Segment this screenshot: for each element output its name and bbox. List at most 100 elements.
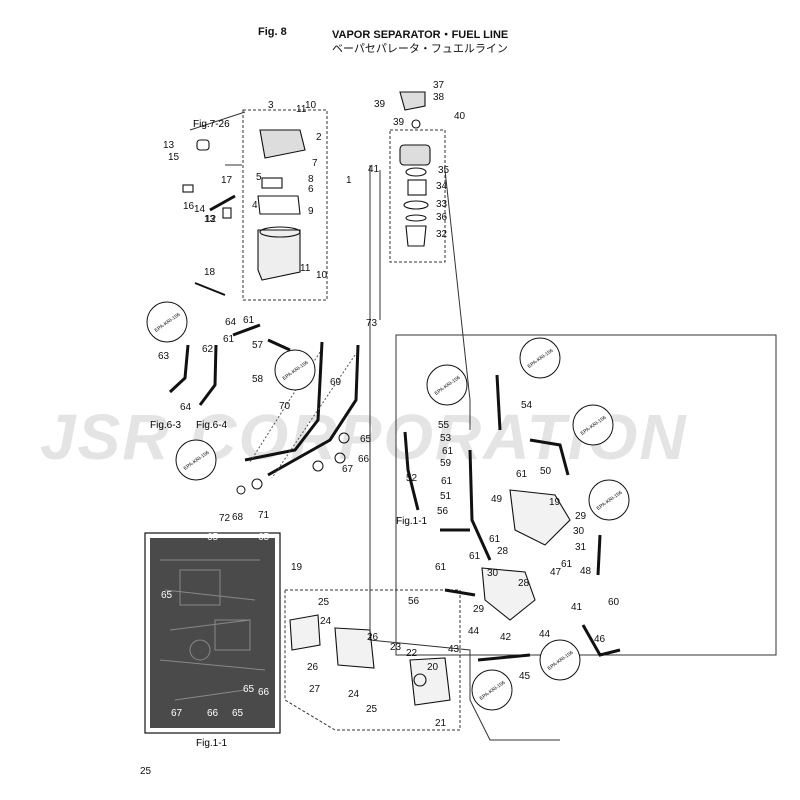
callout-vapor-separator-18: 18 [204,267,216,278]
o-ring-37 [405,167,427,177]
callout-fuel-line-right-54: 54 [521,400,533,411]
callout-vapor-separator-13: 13 [163,140,175,151]
hose-51 [468,449,492,561]
hose-52 [403,431,420,511]
filter-cup [405,225,427,247]
callout-fuel-pump-27: 27 [309,684,321,695]
callout-fuel-line-right-60: 60 [608,597,620,608]
epa-tag: EPA-KRI-156 [426,364,468,406]
callout-fuel-line-right-44: 44 [539,629,551,640]
joint-69 [251,478,263,490]
callout-fuel-pump-23: 23 [390,642,402,653]
callout-fuel-line-right-51: 51 [440,491,452,502]
filter-group-box [389,129,446,263]
callout-hoses-left-71: 71 [258,510,270,521]
callout-fuel-line-right-49: 49 [491,494,503,505]
joint-70 [236,485,246,495]
callout-hoses-left-61: 61 [243,315,255,326]
clip-66 [334,452,346,464]
callout-fuel-line-right-28: 28 [497,546,509,557]
callout-fuel-line-right-42: 42 [500,632,512,643]
callout-hoses-left-62: 62 [202,344,214,355]
callout-fuel-pump-25: 25 [366,704,378,715]
pipe-56b [444,588,476,597]
filter-cap [399,144,431,166]
callout-hoses-left-64: 64 [225,317,237,328]
callout-fuel-pump-19: 19 [291,562,303,573]
callout-fuel-line-right-31: 31 [575,542,587,553]
strap [194,282,226,296]
ref-fig-6-4: Fig.6-4 [196,420,228,431]
pump-diaphragm [413,673,427,687]
callout-vapor-separator-14: 14 [194,204,206,215]
callout-hoses-left-63: 63 [158,351,170,362]
fuel-pump-group-box [284,589,461,731]
hose-61 [232,323,261,337]
callout-fuel-line-right-61: 61 [561,559,573,570]
hose-43 [477,653,531,662]
callout-fuel-line-right-61: 61 [489,534,501,545]
callout-filter-group-32: 32 [436,229,448,240]
callout-fuel-line-right-19: 19 [549,497,561,508]
hose-72 [244,341,324,462]
callout-hoses-left-58: 58 [252,374,264,385]
callout-fuel-line-right-48: 48 [580,566,592,577]
callout-vapor-separator-11: 11 [300,263,311,274]
callout-vapor-separator-2: 2 [316,132,322,143]
callout-filter-group-34: 34 [436,181,448,192]
hose-54 [495,374,502,431]
callout-hoses-left-72: 72 [219,513,231,524]
pump-cover [289,614,321,651]
callout-vapor-separator-17: 17 [221,175,233,186]
callout-vapor-separator-9: 9 [308,206,314,217]
epa-tag: EPA-KRI-156 [175,439,217,481]
gasket [257,195,301,215]
callout-fuel-line-right-61: 61 [435,562,447,573]
page-number: 25 [140,766,152,777]
epa-tag: EPA-KRI-156 [572,404,614,446]
callout-vapor-separator-1: 1 [346,175,352,186]
callout-inset-66: 66 [207,708,219,719]
separator-cover [259,129,306,159]
epa-tag: EPA-KRI-156 [146,301,188,343]
callout-inset-66: 66 [258,687,270,698]
o-ring-34 [403,200,429,210]
callout-filter-group-37: 37 [433,80,445,91]
callout-hoses-left-69: 69 [330,377,342,388]
callout-fuel-line-right-44: 44 [468,626,480,637]
callout-fuel-line-right-61: 61 [441,476,453,487]
pump-body [334,627,375,669]
callout-fuel-line-right-41: 41 [571,602,583,613]
o-ring-36 [405,214,427,222]
callout-filter-group-38: 38 [433,92,445,103]
fuel-line-box [395,334,777,656]
clip-67 [312,460,324,472]
callout-fuel-line-right-30: 30 [487,568,499,579]
epa-tag: EPA-KRI-156 [519,337,561,379]
callout-hoses-left-64: 64 [180,402,192,413]
callout-fuel-line-right-30: 30 [573,526,585,537]
callout-fuel-pump-20: 20 [427,662,439,673]
collar [182,184,194,193]
engine-inset-frame [144,532,281,734]
callout-filter-group-33: 33 [436,199,448,210]
callout-filter-group-35: 35 [438,165,450,176]
hose-62 [198,344,218,406]
hose-58 [267,338,291,352]
engine-illustration [150,538,275,728]
callout-hoses-left-70: 70 [279,401,291,412]
callout-hoses-left-73: 73 [366,318,378,329]
callout-vapor-separator-11: 11 [296,104,307,115]
callout-vapor-separator-13: 13 [204,214,216,225]
separator-body [257,229,301,281]
callout-vapor-separator-10: 10 [305,100,317,111]
inset-caption: Fig.1-1 [196,738,228,749]
ref-fig-6-3: Fig.6-3 [150,420,182,431]
callout-fuel-line-right-50: 50 [540,466,552,477]
callout-filter-group-40: 40 [454,111,466,122]
hose-71 [267,344,360,477]
callout-fuel-line-right-56: 56 [408,596,420,607]
callout-vapor-separator-15: 15 [168,152,180,163]
callout-vapor-separator-3: 3 [268,100,274,111]
